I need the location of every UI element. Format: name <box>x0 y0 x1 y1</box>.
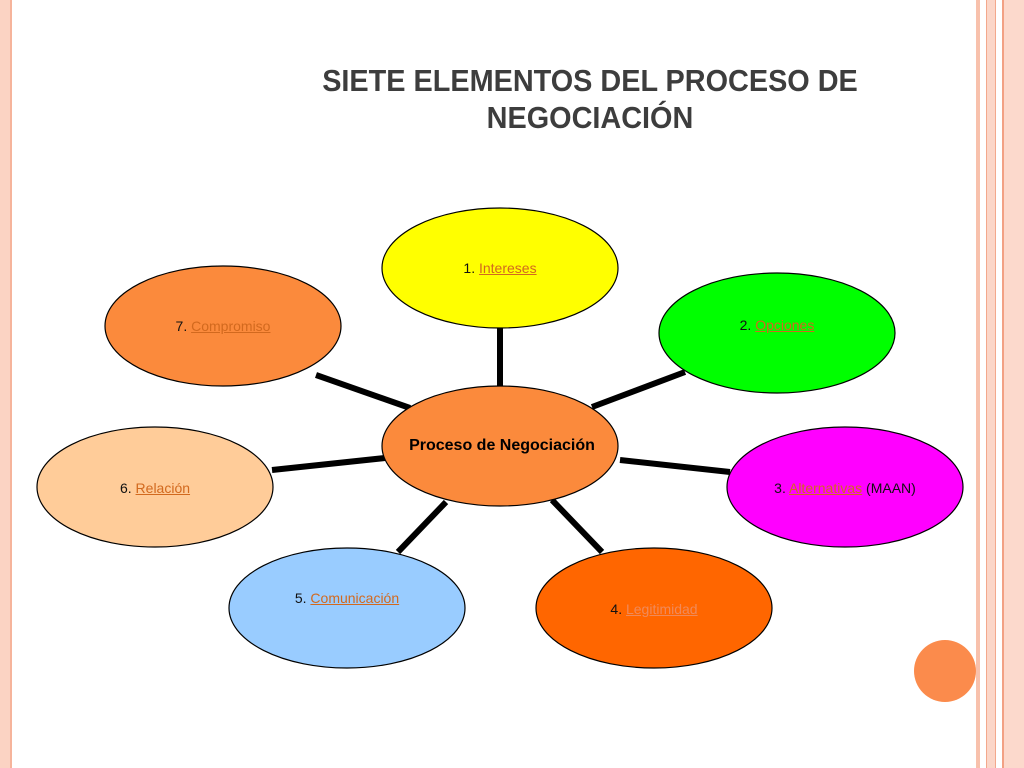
node-1-ellipse <box>381 207 619 329</box>
connectors <box>271 328 731 555</box>
link-relacion[interactable]: Relación <box>135 480 191 496</box>
node-4-ellipse <box>535 547 773 669</box>
slide-title: SIETE ELEMENTOS DEL PROCESO DE NEGOCIACI… <box>274 62 906 136</box>
connector-4 <box>549 497 605 555</box>
node-number: 2. <box>739 317 752 333</box>
node-relacion: 6. Relación <box>35 479 275 497</box>
node-number: 3. <box>774 480 786 496</box>
connector-5 <box>395 499 449 555</box>
link-alternativas[interactable]: Alternativas <box>788 480 863 496</box>
link-intereses[interactable]: Intereses <box>478 260 537 276</box>
link-comunicacion[interactable]: Comunicación <box>310 590 400 606</box>
connector-6 <box>271 455 386 473</box>
connector-7 <box>315 372 411 411</box>
node-7-ellipse <box>104 265 342 387</box>
title-line-2: NEGOCIACIÓN <box>486 100 694 135</box>
node-opciones: 2. Opciones <box>657 316 897 334</box>
node-2-ellipse <box>658 272 896 394</box>
right-border-decoration <box>976 0 1024 768</box>
nodes <box>36 207 964 669</box>
node-intereses: 1. Intereses <box>380 259 620 277</box>
node-3-ellipse <box>726 426 964 548</box>
node-alternativas: 3. Alternativas (MAAN) <box>725 479 965 497</box>
link-opciones[interactable]: Opciones <box>755 317 815 333</box>
title-line-1: SIETE ELEMENTOS DEL PROCESO DE <box>322 63 858 98</box>
node-5-ellipse <box>228 547 466 669</box>
node-number: 7. <box>175 318 188 334</box>
connector-3 <box>619 457 731 475</box>
node-number: 6. <box>119 480 132 496</box>
node-comunicacion: 5. Comunicación <box>227 589 467 607</box>
connector-2 <box>590 369 687 410</box>
center-label: Proceso de Negociación <box>409 437 595 454</box>
node-number: 5. <box>294 590 307 606</box>
center-ellipse <box>381 385 619 507</box>
left-border-decoration <box>0 0 12 768</box>
node-6-ellipse <box>36 426 274 548</box>
node-suffix: (MAAN) <box>866 480 916 496</box>
node-number: 1. <box>463 260 476 276</box>
link-compromiso[interactable]: Compromiso <box>191 318 271 334</box>
node-compromiso: 7. Compromiso <box>103 317 343 335</box>
decorative-circle <box>914 640 976 702</box>
node-number: 4. <box>610 601 623 617</box>
node-legitimidad: 4. Legitimidad <box>534 600 774 618</box>
link-legitimidad[interactable]: Legitimidad <box>625 601 698 617</box>
